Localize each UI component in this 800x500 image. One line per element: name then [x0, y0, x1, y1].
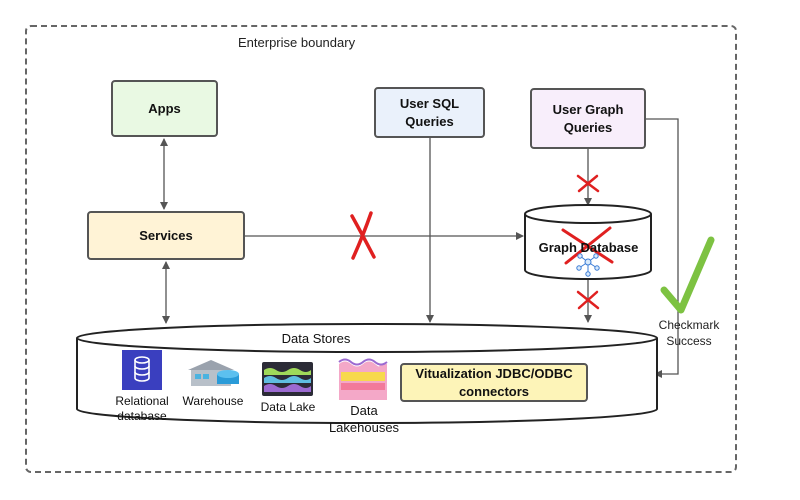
data-lakehouse-icon: [338, 358, 388, 400]
checkmark-success-label: Checkmark Success: [658, 318, 720, 349]
data-stores-label: Data Stores: [281, 331, 351, 346]
enterprise-boundary: [25, 25, 737, 473]
graph-database-label: Graph Database: [538, 240, 639, 255]
user-sql-queries-box: User SQL Queries: [374, 87, 485, 138]
data-lakehouses-label: Data Lakehouses: [328, 403, 400, 435]
cross-icon: [576, 290, 600, 310]
relational-database-icon: [122, 350, 162, 390]
data-lake-icon: [262, 362, 313, 396]
checkmark-icon: [660, 236, 715, 314]
warehouse-icon: [188, 360, 239, 386]
services-label: Services: [139, 227, 193, 243]
warehouse-label: Warehouse: [182, 394, 244, 408]
relational-database-label: Relational database: [115, 394, 169, 423]
cross-icon: [350, 211, 376, 260]
services-box: Services: [87, 211, 245, 260]
boundary-label: Enterprise boundary: [238, 35, 356, 50]
cross-icon: [561, 226, 614, 265]
graph-network-icon: [576, 253, 600, 277]
graphq-virtualization-arrow: [646, 118, 679, 378]
apps-label: Apps: [148, 100, 181, 116]
apps-box: Apps: [111, 80, 218, 137]
user-graph-queries-box: User Graph Queries: [530, 88, 646, 149]
user-graph-label: User Graph Queries: [552, 101, 624, 135]
data-lake-label: Data Lake: [260, 400, 316, 414]
virtualization-connectors-box: Vitualization JDBC/ODBC connectors: [400, 363, 588, 402]
cross-icon: [576, 174, 600, 193]
virtualization-label: Vitualization JDBC/ODBC connectors: [415, 365, 573, 399]
user-sql-label: User SQL Queries: [399, 95, 460, 129]
